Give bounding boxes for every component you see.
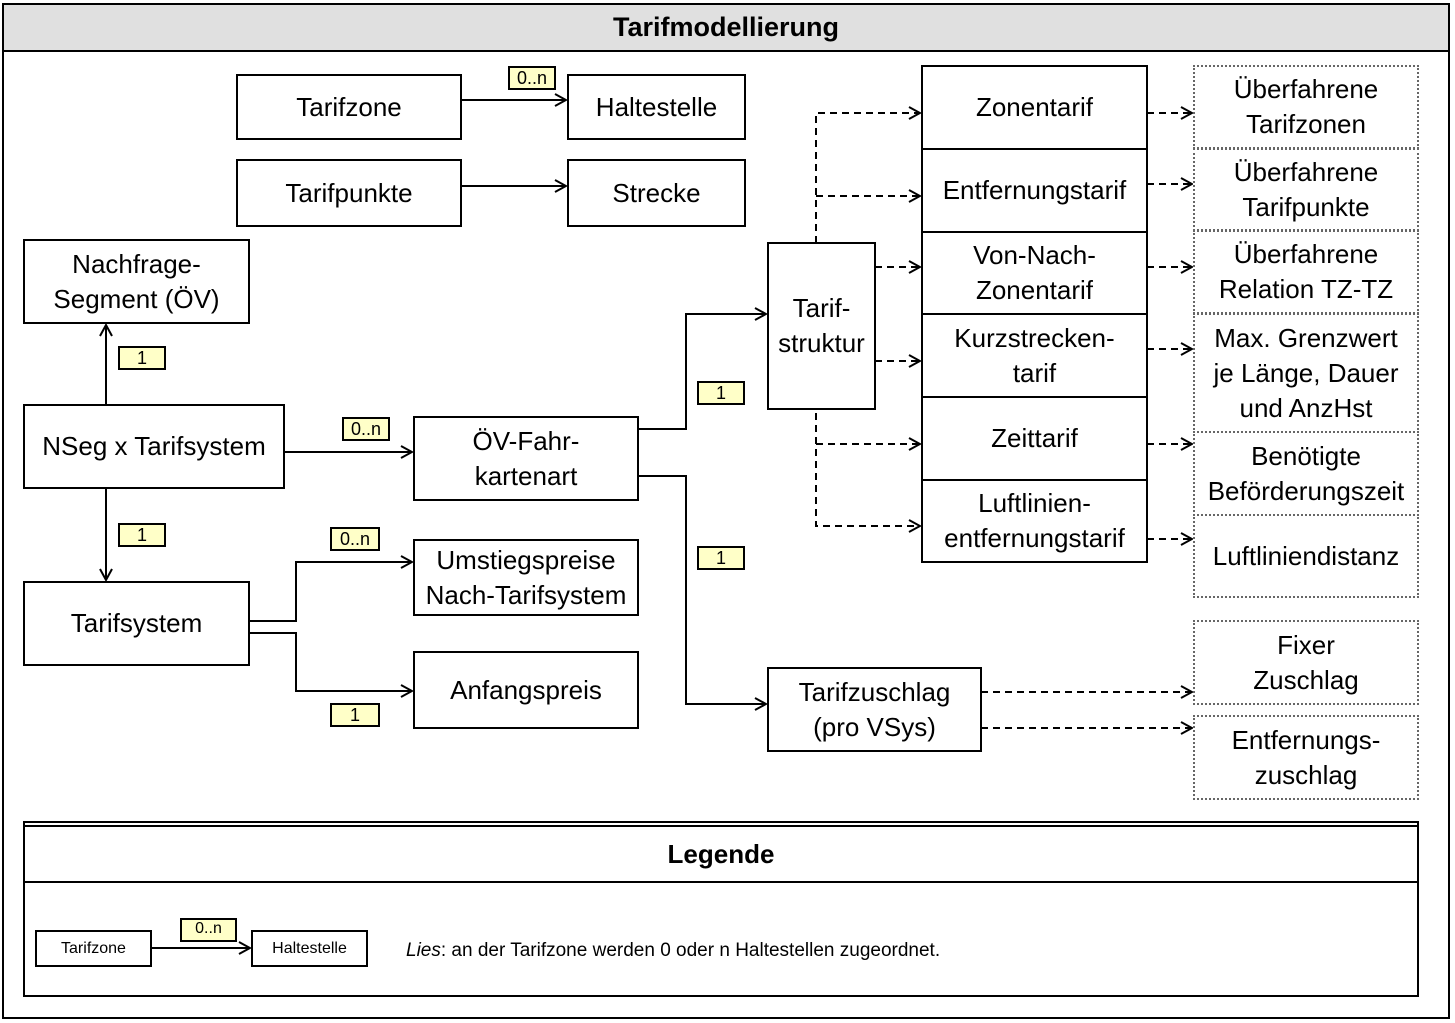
entity-strecke: Strecke [567, 159, 746, 227]
edge-struktur-zeittarif [815, 413, 920, 526]
attribute-befoerderungszeit: Benötigte Beförderungszeit [1193, 431, 1419, 516]
entity-tarifsystem: Tarifsystem [23, 581, 250, 666]
entity-haltestelle: Haltestelle [567, 74, 746, 140]
tariff-type-von-nach-zonentarif: Von-Nach- Zonentarif [921, 231, 1148, 315]
cardinality-nseg-tarifsystem: 1 [118, 523, 166, 547]
legend-panel [23, 821, 1419, 997]
edge-fahrkartenart-tarifstruktur [638, 314, 766, 430]
legend-target-box: Haltestelle [251, 930, 368, 967]
legend-read-label: Lies [406, 940, 441, 961]
legend-read-sentence: : an der Tarifzone werden 0 oder n Halte… [440, 940, 941, 961]
legend-read-text: Lies: an der Tarifzone werden 0 oder n H… [406, 940, 940, 962]
attribute-ueberfahrene-tarifzonen: Überfahrene Tarifzonen [1193, 65, 1419, 149]
cardinality-nseg-fahrkartenart: 0..n [342, 417, 390, 441]
tariff-type-luftlinienentfernungstarif: Luftlinien- entfernungstarif [921, 479, 1148, 563]
legend-top-rule [23, 825, 1419, 827]
entity-anfangspreis: Anfangspreis [413, 651, 639, 729]
edge-fahrkartenart-tarifzuschlag [638, 475, 766, 704]
cardinality-nseg-nachfragesegment: 1 [118, 346, 166, 370]
edge-tarifsystem-anfangspreis [249, 632, 412, 691]
entity-tarifpunkte: Tarifpunkte [236, 159, 462, 227]
entity-nachfragesegment: Nachfrage- Segment (ÖV) [23, 239, 250, 324]
entity-nseg-tarifsystem: NSeg x Tarifsystem [23, 404, 285, 489]
legend-cardinality: 0..n [180, 918, 237, 942]
attribute-fixer-zuschlag: Fixer Zuschlag [1193, 620, 1419, 705]
entity-tarifstruktur: Tarif- struktur [767, 242, 876, 410]
entity-oev-fahrkartenart: ÖV-Fahr- kartenart [413, 416, 639, 501]
attribute-ueberfahrene-tarifpunkte: Überfahrene Tarifpunkte [1193, 148, 1419, 231]
edge-struktur-zonentarif [815, 113, 920, 243]
tariff-type-kurzstreckentarif: Kurzstrecken- tarif [921, 313, 1148, 398]
tariff-type-zeittarif: Zeittarif [921, 396, 1148, 481]
legend-source-box: Tarifzone [35, 930, 152, 967]
diagram-title: Tarifmodellierung [2, 3, 1450, 52]
entity-umstiegspreise: Umstiegspreise Nach-Tarifsystem [413, 539, 639, 616]
cardinality-tarifzone-haltestelle: 0..n [508, 66, 556, 90]
attribute-entfernungszuschlag: Entfernungs- zuschlag [1193, 715, 1419, 800]
cardinality-tarifsystem-umstiegspreise: 0..n [330, 527, 380, 551]
tariff-type-entfernungstarif: Entfernungstarif [921, 148, 1148, 233]
legend-title: Legende [23, 828, 1419, 883]
edge-tarifsystem-umstiegspreise [249, 562, 412, 622]
attribute-luftliniendistanz: Luftliniendistanz [1193, 514, 1419, 598]
attribute-max-grenzwert: Max. Grenzwert je Länge, Dauer und AnzHs… [1193, 313, 1419, 433]
tariff-type-zonentarif: Zonentarif [921, 65, 1148, 150]
cardinality-fahrkartenart-tarifzuschlag: 1 [697, 546, 745, 570]
entity-tarifzuschlag: Tarifzuschlag (pro VSys) [767, 667, 982, 752]
cardinality-fahrkartenart-tarifstruktur: 1 [697, 381, 745, 405]
attribute-ueberfahrene-relation: Überfahrene Relation TZ-TZ [1193, 230, 1419, 314]
entity-tarifzone: Tarifzone [236, 74, 462, 140]
cardinality-tarifsystem-anfangspreis: 1 [330, 703, 380, 727]
